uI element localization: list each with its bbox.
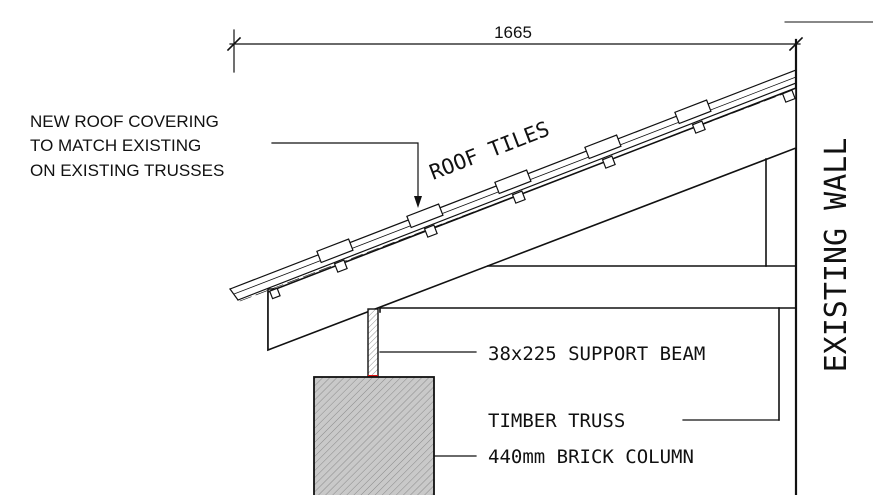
label-new-roof-covering-1: NEW ROOF COVERING [30,112,219,131]
label-new-roof-covering-3: ON EXISTING TRUSSES [30,161,224,180]
label-existing-wall: EXISTING WALL [819,138,854,373]
label-roof-tiles: ROOF TILES [426,117,553,185]
roof-rafter [267,86,797,352]
label-brick-column: 440mm BRICK COLUMN [488,446,694,468]
tile-battens [268,89,796,300]
support-post [367,308,379,378]
leader-lines [271,142,780,457]
label-support-beam: 38x225 SUPPORT BEAM [488,343,705,365]
dimension-value: 1665 [494,23,532,42]
timber-truss [379,158,797,421]
dimension-line: 1665 [226,23,804,73]
label-timber-truss: TIMBER TRUSS [488,410,625,432]
label-new-roof-covering-2: TO MATCH EXISTING [30,136,201,155]
brick-column [313,376,435,495]
